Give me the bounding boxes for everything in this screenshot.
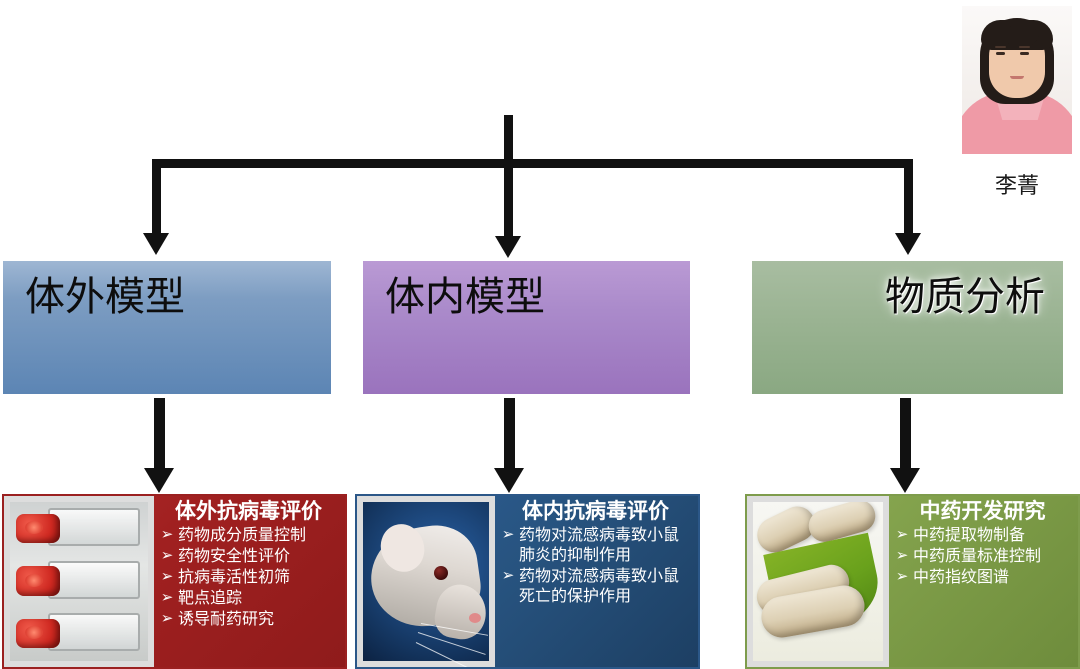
portrait-fringe (981, 20, 1053, 50)
laboratory-mouse-photo (357, 496, 495, 667)
card-tcm-content: 中药开发研究 ➢ 中药提取物制备 ➢ 中药质量标准控制 ➢ 中药指纹图谱 (889, 496, 1078, 667)
chevron-right-icon: ➢ (501, 525, 515, 544)
arrowhead-left-tier2 (143, 233, 169, 255)
herbal-capsules-on-ginkgo-leaf-photo (747, 496, 889, 667)
portrait-name-label: 李菁 (994, 174, 1039, 199)
list-item: ➢ 抗病毒活性初筛 (156, 567, 341, 587)
arrowhead-analysis-card (890, 468, 920, 493)
card-tcm-title: 中药开发研究 (919, 499, 1046, 523)
box-in-vitro-model-label: 体外模型 (25, 274, 185, 320)
card-in-vitro-antiviral[interactable]: 体外抗病毒评价 ➢ 药物成分质量控制 ➢ 药物安全性评价 ➢ 抗病毒活性初筛 ➢… (2, 494, 347, 669)
mouse-image (363, 502, 491, 667)
card-in-vivo-list: ➢ 药物对流感病毒致小鼠肺炎的抑制作用 ➢ 药物对流感病毒致小鼠死亡的保护作用 (497, 525, 694, 606)
flask-cap (16, 566, 60, 596)
arrowhead-right-tier2 (895, 233, 921, 255)
portrait-eyebrow-right (1019, 46, 1030, 48)
connector-root-stem (504, 115, 513, 167)
portrait-photo (962, 6, 1072, 154)
flask-body (48, 560, 140, 599)
list-item-label: 中药质量标准控制 (913, 546, 1042, 566)
list-item: ➢ 药物对流感病毒致小鼠肺炎的抑制作用 (497, 525, 694, 565)
list-item-label: 诱导耐药研究 (178, 609, 275, 629)
list-item: ➢ 药物对流感病毒致小鼠死亡的保护作用 (497, 566, 694, 606)
connector-invivo-to-card (504, 398, 515, 468)
list-item-label: 药物对流感病毒致小鼠肺炎的抑制作用 (519, 525, 680, 565)
connector-analysis-to-card (900, 398, 911, 468)
list-item: ➢ 中药质量标准控制 (891, 546, 1074, 566)
flasks-image (10, 502, 148, 661)
chevron-right-icon: ➢ (160, 609, 174, 628)
arrowhead-middle-tier2 (495, 236, 521, 258)
connector-branch-right (904, 159, 913, 233)
card-in-vitro-title: 体外抗病毒评价 (175, 499, 322, 523)
card-in-vitro-list: ➢ 药物成分质量控制 ➢ 药物安全性评价 ➢ 抗病毒活性初筛 ➢ 靶点追踪 ➢ (156, 525, 341, 629)
list-item-label: 靶点追踪 (178, 588, 243, 608)
chevron-right-icon: ➢ (160, 588, 174, 607)
box-in-vitro-model[interactable]: 体外模型 (3, 261, 331, 394)
list-item-label: 药物对流感病毒致小鼠死亡的保护作用 (519, 566, 680, 606)
flask-cap (16, 513, 60, 544)
flask-item (14, 505, 144, 553)
list-item-label: 药物成分质量控制 (178, 525, 307, 545)
connector-branch-middle (504, 159, 513, 236)
list-item-label: 药物安全性评价 (178, 546, 291, 566)
box-substance-analysis[interactable]: 物质分析 (752, 261, 1063, 394)
card-in-vivo-content: 体内抗病毒评价 ➢ 药物对流感病毒致小鼠肺炎的抑制作用 ➢ 药物对流感病毒致小鼠… (495, 496, 698, 667)
chevron-right-icon: ➢ (895, 546, 909, 565)
chevron-right-icon: ➢ (160, 525, 174, 544)
card-tcm-development[interactable]: 中药开发研究 ➢ 中药提取物制备 ➢ 中药质量标准控制 ➢ 中药指纹图谱 (745, 494, 1080, 669)
list-item: ➢ 诱导耐药研究 (156, 609, 341, 629)
flask-body (48, 612, 140, 652)
mouse-eye (433, 565, 448, 580)
chevron-right-icon: ➢ (895, 525, 909, 544)
card-in-vivo-title: 体内抗病毒评价 (522, 499, 669, 523)
portrait-eye-right (1020, 52, 1029, 55)
list-item: ➢ 靶点追踪 (156, 588, 341, 608)
box-in-vivo-model-label: 体内模型 (385, 274, 545, 320)
portrait-mouth (1010, 76, 1024, 79)
flask-cap (16, 618, 60, 649)
card-in-vitro-content: 体外抗病毒评价 ➢ 药物成分质量控制 ➢ 药物安全性评价 ➢ 抗病毒活性初筛 ➢… (154, 496, 345, 667)
mouse-nose (469, 613, 482, 624)
list-item: ➢ 中药指纹图谱 (891, 567, 1074, 587)
arrowhead-invitro-card (144, 468, 174, 493)
portrait-eyebrow-left (995, 46, 1006, 48)
flask-item (14, 558, 144, 606)
list-item-label: 中药提取物制备 (913, 525, 1026, 545)
chevron-right-icon: ➢ (501, 566, 515, 585)
cell-culture-flasks-photo (4, 496, 154, 667)
box-substance-analysis-label: 物质分析 (885, 274, 1045, 320)
flask-body (48, 508, 140, 547)
connector-invitro-to-card (154, 398, 165, 468)
chevron-right-icon: ➢ (895, 567, 909, 586)
box-in-vivo-model[interactable]: 体内模型 (363, 261, 690, 394)
card-tcm-list: ➢ 中药提取物制备 ➢ 中药质量标准控制 ➢ 中药指纹图谱 (891, 525, 1074, 587)
connector-branch-left (152, 159, 161, 233)
flask-item (14, 610, 144, 658)
portrait-eye-left (996, 52, 1005, 55)
connector-horizontal-bar (152, 159, 913, 168)
chevron-right-icon: ➢ (160, 567, 174, 586)
list-item: ➢ 药物成分质量控制 (156, 525, 341, 545)
list-item: ➢ 中药提取物制备 (891, 525, 1074, 545)
chevron-right-icon: ➢ (160, 546, 174, 565)
capsules-image (753, 502, 883, 661)
card-in-vivo-antiviral[interactable]: 体内抗病毒评价 ➢ 药物对流感病毒致小鼠肺炎的抑制作用 ➢ 药物对流感病毒致小鼠… (355, 494, 700, 669)
list-item: ➢ 药物安全性评价 (156, 546, 341, 566)
list-item-label: 抗病毒活性初筛 (178, 567, 291, 587)
mouse-whisker (415, 641, 480, 667)
arrowhead-invivo-card (494, 468, 524, 493)
list-item-label: 中药指纹图谱 (913, 567, 1010, 587)
